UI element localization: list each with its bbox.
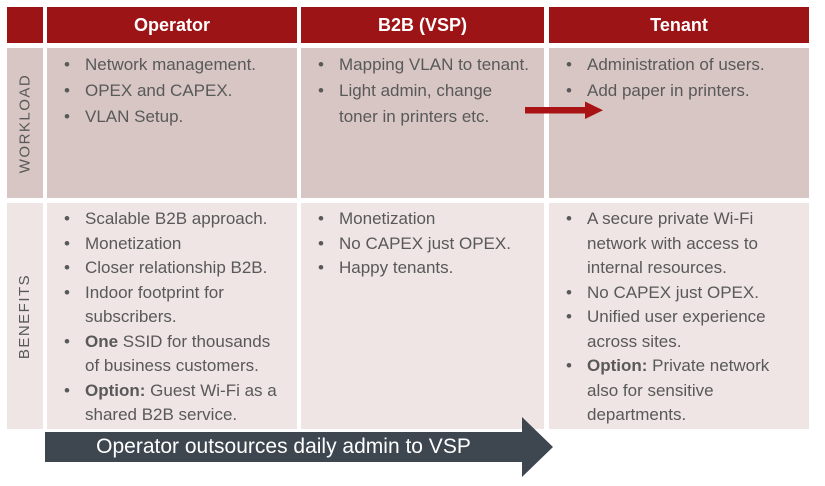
cell-workload-b2b-vsp: Mapping VLAN to tenant.Light admin, chan… (301, 48, 544, 198)
bullet-item: A secure private Wi-Fi network with acce… (561, 207, 809, 281)
bullet-item: Option: Private network also for sensiti… (561, 354, 809, 428)
bullet-item: Closer relationship B2B. (59, 256, 297, 281)
bullet-item: Unified user experience across sites. (561, 305, 809, 354)
bullet-item: Add paper in printers. (561, 78, 809, 104)
bullet-list: Mapping VLAN to tenant.Light admin, chan… (301, 48, 544, 130)
bullet-item: Mapping VLAN to tenant. (313, 52, 544, 78)
bullet-item: Indoor footprint for subscribers. (59, 281, 297, 330)
banner-label: Operator outsources daily admin to VSP (96, 435, 471, 458)
bullet-item: Monetization (59, 232, 297, 257)
bullet-list: Network management.OPEX and CAPEX.VLAN S… (47, 48, 297, 130)
bullet-list: MonetizationNo CAPEX just OPEX.Happy ten… (301, 203, 544, 281)
corner-cell (7, 7, 43, 43)
row-label-benefits: BENEFITS (7, 203, 43, 429)
column-header-b2b-vsp: B2B (VSP) (301, 7, 544, 43)
bullet-item: No CAPEX just OPEX. (313, 232, 544, 257)
banner-arrowhead-icon (522, 417, 553, 477)
bullet-item: Scalable B2B approach. (59, 207, 297, 232)
bullet-list: A secure private Wi-Fi network with acce… (549, 203, 809, 428)
bullet-item: Light admin, change toner in printers et… (313, 78, 544, 130)
bullet-item: No CAPEX just OPEX. (561, 281, 809, 306)
row-label-benefits-text: BENEFITS (16, 273, 34, 359)
column-header-operator: Operator (47, 7, 297, 43)
bullet-item: Happy tenants. (313, 256, 544, 281)
bullet-item: Administration of users. (561, 52, 809, 78)
bullet-item: Network management. (59, 52, 297, 78)
column-header-tenant: Tenant (549, 7, 809, 43)
row-label-workload-text: WORKLOAD (16, 73, 34, 173)
bullet-item: VLAN Setup. (59, 104, 297, 130)
bullet-item: Option: Guest Wi-Fi as a shared B2B serv… (59, 379, 297, 428)
bullet-item: Monetization (313, 207, 544, 232)
bullet-list: Administration of users.Add paper in pri… (549, 48, 809, 104)
cell-benefits-tenant: A secure private Wi-Fi network with acce… (549, 203, 809, 429)
cell-benefits-operator: Scalable B2B approach.MonetizationCloser… (47, 203, 297, 429)
row-label-workload: WORKLOAD (7, 48, 43, 198)
cell-workload-tenant: Administration of users.Add paper in pri… (549, 48, 809, 198)
cell-benefits-b2b-vsp: MonetizationNo CAPEX just OPEX.Happy ten… (301, 203, 544, 429)
bullet-list: Scalable B2B approach.MonetizationCloser… (47, 203, 297, 428)
red-right-arrow-icon (525, 101, 603, 119)
cell-workload-operator: Network management.OPEX and CAPEX.VLAN S… (47, 48, 297, 198)
bullet-item: One SSID for thousands of business custo… (59, 330, 297, 379)
banner-operator-outsources: Operator outsources daily admin to VSP (45, 432, 522, 462)
bullet-item: OPEX and CAPEX. (59, 78, 297, 104)
